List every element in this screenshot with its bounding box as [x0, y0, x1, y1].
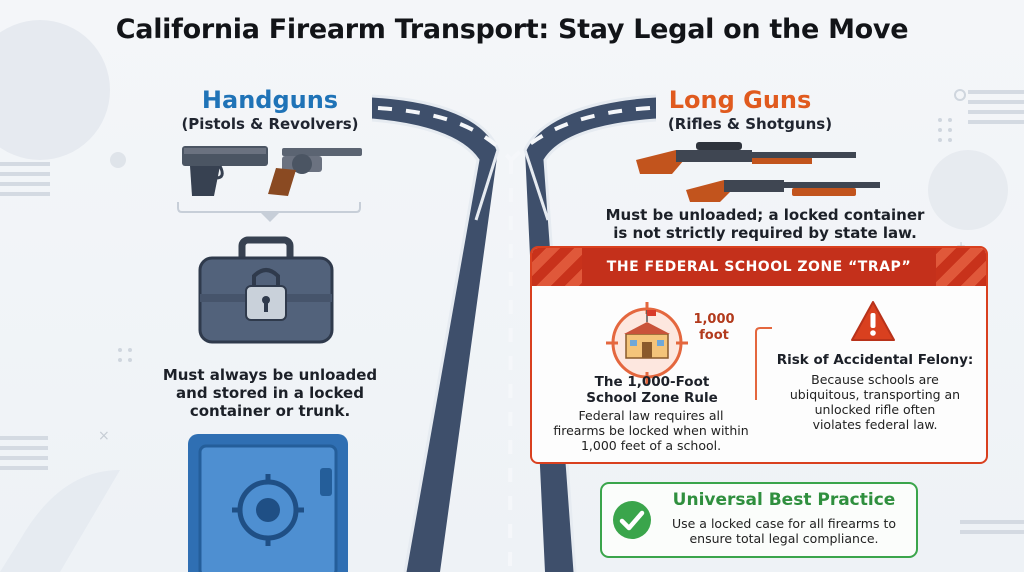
risk-title: Risk of Accidental Felony:	[776, 352, 974, 368]
long-guns-rule: Must be unloaded; a locked container is …	[605, 206, 925, 242]
risk-body: Because schools are ubiquitous, transpor…	[789, 372, 961, 432]
school-zone-rule-title: The 1,000-Foot School Zone Rule	[586, 374, 718, 406]
best-practice-title: Universal Best Practice	[672, 490, 896, 510]
school-zone-distance: 1,000 foot	[693, 312, 735, 343]
handgun-icons	[177, 146, 362, 222]
svg-text:×: ×	[98, 428, 110, 444]
long-guns-heading: Long Guns	[668, 86, 812, 114]
divider-bracket	[755, 327, 772, 400]
safe-icon	[188, 434, 348, 572]
pistol-icon	[182, 146, 268, 196]
trap-banner-label: THE FEDERAL SCHOOL ZONE “TRAP”	[582, 248, 936, 286]
revolver-icon	[268, 148, 362, 196]
long-gun-icons	[636, 142, 880, 202]
warning-icon	[851, 301, 895, 341]
school-zone-rule-body: Federal law requires all firearms be loc…	[553, 408, 749, 453]
rifle-icon	[636, 142, 856, 174]
shotgun-icon	[686, 180, 880, 202]
checkmark-icon	[613, 501, 651, 539]
handguns-rule: Must always be unloaded and stored in a …	[162, 366, 378, 420]
trap-banner: THE FEDERAL SCHOOL ZONE “TRAP”	[532, 248, 986, 286]
handguns-heading: Handguns	[201, 86, 339, 114]
handguns-subheading: (Pistols & Revolvers)	[181, 115, 359, 133]
best-practice-body: Use a locked case for all firearms to en…	[671, 516, 896, 546]
school-target-icon	[606, 302, 688, 384]
page-title: California Firearm Transport: Stay Legal…	[115, 14, 909, 45]
best-practice-panel: Universal Best Practice Use a locked cas…	[600, 482, 918, 558]
long-guns-subheading: (Rifles & Shotguns)	[667, 115, 833, 133]
school-zone-trap-panel: THE FEDERAL SCHOOL ZONE “TRAP” 1,000 foo…	[530, 246, 988, 464]
locked-case-icon	[198, 236, 334, 344]
